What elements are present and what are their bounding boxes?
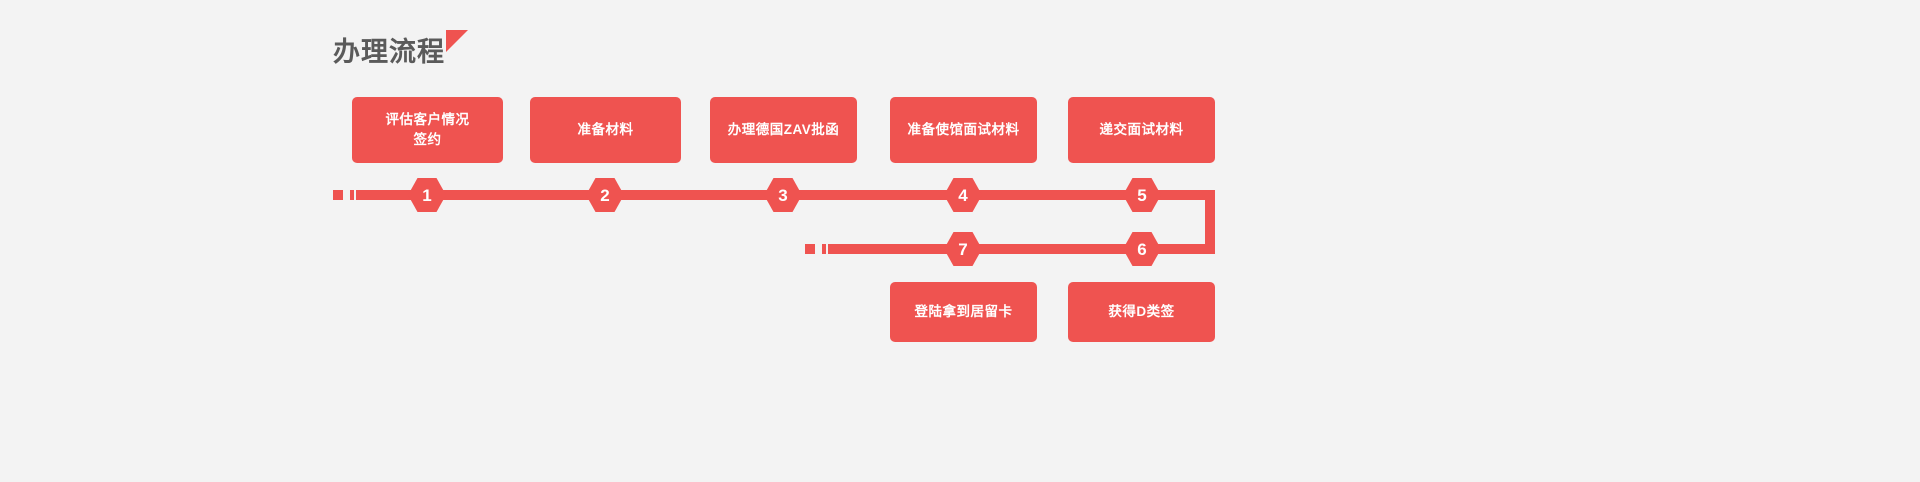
- process-step-box-7-line1: 登陆拿到居留卡: [914, 304, 1013, 320]
- timeline-marker-1[interactable]: 1: [408, 178, 446, 212]
- process-step-box-3[interactable]: 办理德国ZAV批函: [710, 97, 857, 163]
- process-step-box-6-line1: 获得D类签: [1108, 304, 1175, 320]
- dash-lead-in-icon-top: [333, 190, 363, 200]
- process-step-box-3-line1: 办理德国ZAV批函: [727, 122, 840, 138]
- timeline-marker-2[interactable]: 2: [586, 178, 624, 212]
- process-step-box-2-line1: 准备材料: [577, 122, 634, 138]
- timeline-marker-5[interactable]: 5: [1123, 178, 1161, 212]
- timeline-rail-bottom: [832, 244, 1215, 254]
- page-title-text: 办理流程: [333, 37, 445, 67]
- dash-lead-in-icon-bottom: [805, 244, 835, 254]
- triangle-accent-icon: [446, 30, 468, 52]
- process-step-box-1-line1: 评估客户情况: [385, 112, 470, 128]
- page-title: 办理流程: [333, 30, 468, 74]
- timeline-marker-6[interactable]: 6: [1123, 232, 1161, 266]
- process-step-box-4[interactable]: 准备使馆面试材料: [890, 97, 1037, 163]
- process-step-box-4-line1: 准备使馆面试材料: [907, 122, 1020, 138]
- timeline-marker-4[interactable]: 4: [944, 178, 982, 212]
- process-step-box-5[interactable]: 递交面试材料: [1068, 97, 1215, 163]
- process-step-box-2[interactable]: 准备材料: [530, 97, 681, 163]
- timeline-marker-3[interactable]: 3: [764, 178, 802, 212]
- process-step-box-1[interactable]: 评估客户情况 签约: [352, 97, 503, 163]
- timeline-rail-connector-vertical: [1205, 190, 1215, 254]
- process-step-box-1-line2: 签约: [413, 132, 442, 147]
- process-step-box-5-line1: 递交面试材料: [1099, 122, 1184, 138]
- timeline-marker-7[interactable]: 7: [944, 232, 982, 266]
- process-step-box-7[interactable]: 登陆拿到居留卡: [890, 282, 1037, 342]
- process-step-box-6[interactable]: 获得D类签: [1068, 282, 1215, 342]
